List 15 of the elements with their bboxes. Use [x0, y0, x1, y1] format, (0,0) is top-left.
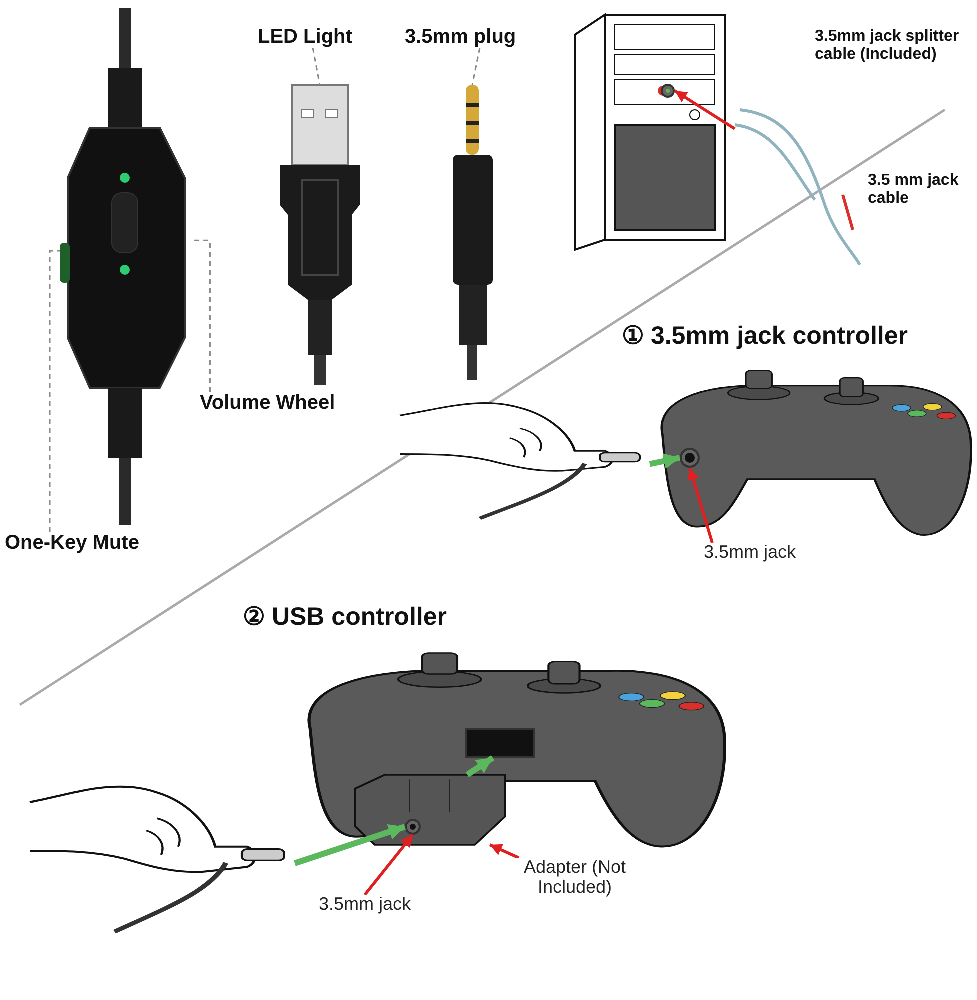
leader-line: [472, 48, 481, 86]
leader-line: [49, 250, 60, 532]
expansion-port: [465, 728, 535, 758]
callout-label: 3.5mm jack splitter cable (Included): [815, 28, 960, 65]
leader-line: [190, 240, 211, 392]
arrow: [489, 844, 520, 860]
arrow: [294, 824, 406, 866]
callout-label: 3.5 mm jack cable: [868, 172, 960, 209]
arrow: [674, 90, 736, 130]
arrow: [649, 453, 681, 470]
leader-line: [312, 48, 321, 86]
arrow: [364, 834, 414, 896]
section-heading: ① 3.5mm jack controller: [622, 322, 910, 351]
arrow: [466, 756, 495, 778]
section-heading: ② USB controller: [243, 603, 448, 632]
